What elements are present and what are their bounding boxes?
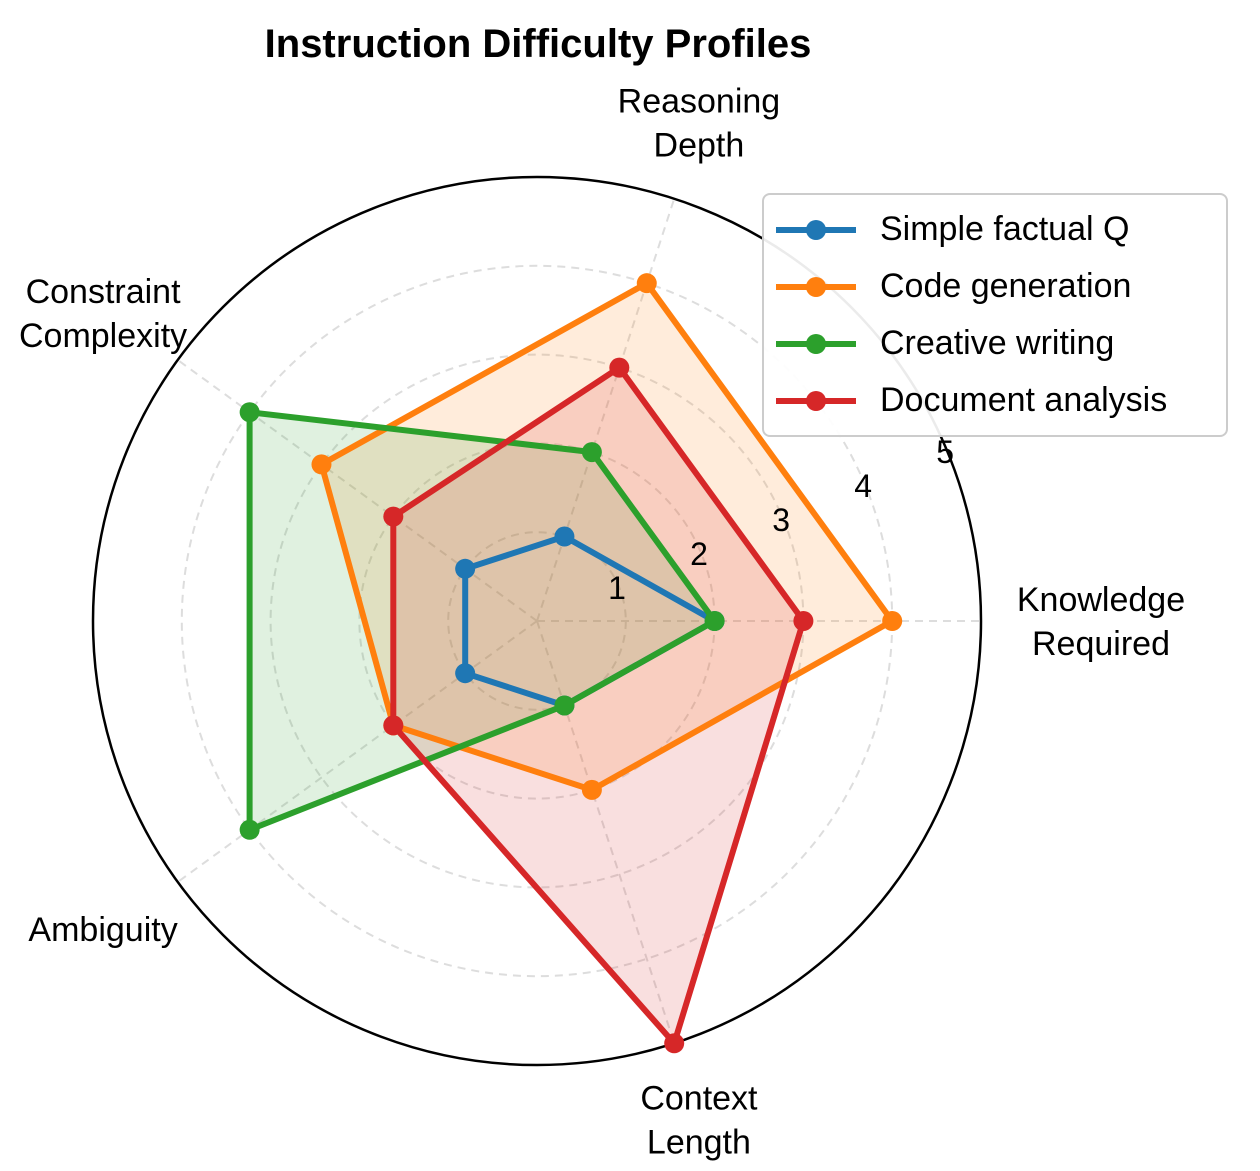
series-fill: [393, 367, 804, 1044]
legend-label: Document analysis: [880, 381, 1168, 419]
legend-label: Code generation: [880, 267, 1132, 305]
radial-tick-label: 4: [854, 468, 872, 504]
radial-tick-label: 1: [608, 570, 626, 606]
series-lines: [239, 273, 903, 1054]
legend-swatch: [776, 390, 856, 411]
data-point: [882, 611, 903, 631]
series-fill: [249, 412, 715, 830]
legend-label: Creative writing: [880, 324, 1115, 362]
series-line: [390, 363, 807, 1050]
data-point: [581, 779, 602, 800]
data-point: [609, 357, 630, 378]
series-line: [246, 408, 720, 835]
legend-swatch: [776, 219, 856, 240]
data-point: [581, 442, 602, 463]
radial-tick-label: 5: [936, 434, 954, 470]
chart-title: Instruction Difficulty Profiles: [264, 22, 812, 66]
axis-spoke: [536, 620, 676, 1044]
data-point: [239, 402, 260, 423]
data-point: [239, 819, 260, 840]
legend-swatch: [776, 333, 856, 354]
data-point: [455, 558, 476, 579]
axis-spoke: [536, 198, 676, 622]
outer-frame: [91, 175, 983, 1067]
axis-spoke: [177, 620, 538, 883]
data-point: [311, 454, 332, 475]
data-point: [554, 526, 575, 547]
axis-label: Ambiguity: [28, 911, 177, 949]
data-point: [704, 611, 725, 631]
data-point: [455, 663, 476, 684]
legend-item: Code generation: [774, 258, 1216, 315]
data-point: [664, 1033, 685, 1054]
axis-spoke: [177, 359, 538, 622]
data-point: [793, 611, 814, 631]
legend-item: Creative writing: [774, 315, 1216, 372]
data-point: [383, 715, 404, 736]
legend-label: Simple factual Q: [880, 210, 1130, 248]
radial-tick-label: 2: [690, 536, 708, 572]
legend-swatch: [776, 276, 856, 297]
data-point: [383, 506, 404, 527]
legend-item: Document analysis: [774, 372, 1216, 429]
radial-tick-label: 3: [772, 502, 790, 538]
data-point: [636, 273, 657, 294]
legend-item: Simple factual Q: [774, 201, 1216, 258]
series-line: [317, 279, 897, 794]
data-point: [554, 695, 575, 716]
